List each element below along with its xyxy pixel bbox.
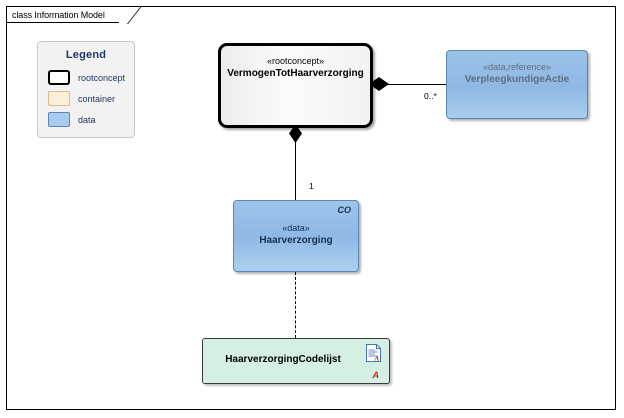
codelist-mark: A: [372, 370, 380, 380]
legend-swatch-rootconcept: [48, 70, 70, 85]
legend-label-rootconcept: rootconcept: [78, 72, 126, 83]
legend-title: Legend: [65, 49, 107, 61]
multiplicity-label-one: 1: [309, 181, 314, 191]
connector-composition-reference: [373, 84, 446, 85]
tab-slant-edge: [109, 7, 122, 24]
class-node-rootconcept[interactable]: «rootconcept» VermogenTotHaarverzorging: [218, 43, 373, 128]
codelist-name: HaarverzorgingCodelijst: [225, 354, 341, 365]
legend-item-rootconcept: rootconcept: [48, 67, 134, 88]
legend-swatch-data: [48, 112, 70, 127]
reference-name: VerpleegkundigeActie: [464, 74, 570, 85]
connector-composition-data: [295, 128, 296, 200]
svg-text:A: A: [374, 355, 380, 363]
class-node-data[interactable]: CO «data» Haarverzorging: [233, 200, 359, 272]
diagram-title-label: class Information Model: [12, 10, 105, 20]
rootconcept-stereotype: «rootconcept»: [266, 56, 325, 66]
class-node-reference[interactable]: «data,reference» VerpleegkundigeActie: [446, 50, 588, 119]
legend-item-data: data: [48, 109, 134, 130]
reference-stereotype: «data,reference»: [482, 62, 552, 72]
class-node-codelist[interactable]: HaarverzorgingCodelijst A A: [202, 338, 390, 384]
composition-diamond-icon-data: [289, 124, 302, 143]
legend-rows: rootconcept container data: [38, 67, 134, 130]
legend-label-data: data: [78, 114, 96, 125]
data-name-label: Haarverzorging: [259, 235, 333, 246]
connector-dependency-codelist: [295, 272, 296, 338]
legend-swatch-container: [48, 91, 70, 106]
legend-box: Legend rootconcept container data: [37, 41, 135, 138]
data-stereotype: «data»: [282, 223, 310, 233]
legend-item-container: container: [48, 88, 134, 109]
document-icon: A: [366, 344, 381, 362]
legend-label-container: container: [78, 93, 116, 104]
diagram-title-tab[interactable]: class Information Model: [6, 6, 122, 23]
multiplicity-label-many: 0..*: [424, 91, 437, 101]
composition-diamond-icon-reference: [369, 77, 389, 91]
data-corner-tag: CO: [337, 205, 352, 215]
rootconcept-name: VermogenTotHaarverzorging: [227, 68, 364, 79]
tab-underline: [6, 22, 119, 23]
